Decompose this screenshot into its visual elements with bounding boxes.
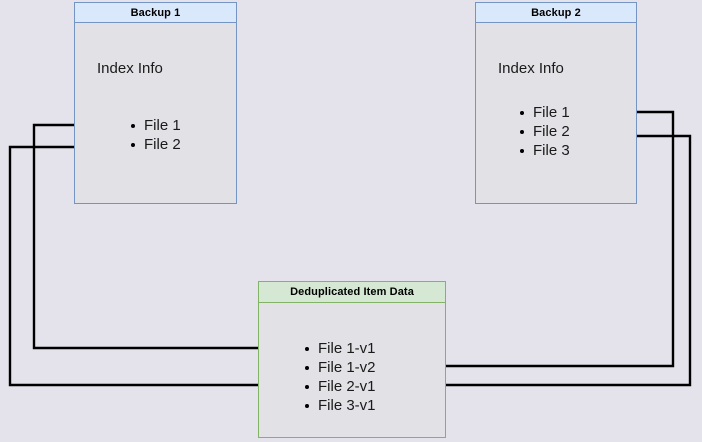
backup-1-file-list: File 1 File 2: [129, 116, 181, 154]
list-item[interactable]: File 1: [518, 103, 570, 122]
list-item[interactable]: File 1: [129, 116, 181, 135]
node-backup-2[interactable]: Backup 2 Index Info File 1 File 2 File 3: [475, 2, 637, 204]
node-backup-2-title: Backup 2: [531, 6, 581, 19]
dedup-header: Deduplicated Item Data: [258, 281, 446, 303]
node-backup-2-header: Backup 2: [475, 2, 637, 23]
node-backup-1-header: Backup 1: [74, 2, 237, 23]
backup-2-index-info-label: Index Info: [498, 60, 564, 77]
list-item[interactable]: File 3-v1: [303, 396, 376, 415]
node-backup-2-body: Index Info File 1 File 2 File 3: [475, 23, 637, 204]
backup-2-file-list: File 1 File 2 File 3: [518, 103, 570, 160]
list-item[interactable]: File 1-v2: [303, 358, 376, 377]
list-item[interactable]: File 1-v1: [303, 339, 376, 358]
list-item[interactable]: File 3: [518, 141, 570, 160]
dedup-file-list: File 1-v1 File 1-v2 File 2-v1 File 3-v1: [303, 339, 376, 415]
node-backup-1[interactable]: Backup 1 Index Info File 1 File 2: [74, 2, 237, 204]
dedup-body: File 1-v1 File 1-v2 File 2-v1 File 3-v1: [258, 303, 446, 438]
list-item[interactable]: File 2: [129, 135, 181, 154]
node-backup-1-title: Backup 1: [130, 6, 181, 19]
list-item[interactable]: File 2-v1: [303, 377, 376, 396]
dedup-title: Deduplicated Item Data: [290, 286, 414, 298]
node-backup-1-body: Index Info File 1 File 2: [74, 23, 237, 204]
node-deduplicated-item-data[interactable]: Deduplicated Item Data File 1-v1 File 1-…: [258, 281, 446, 438]
list-item[interactable]: File 2: [518, 122, 570, 141]
backup-1-index-info-label: Index Info: [97, 60, 163, 77]
